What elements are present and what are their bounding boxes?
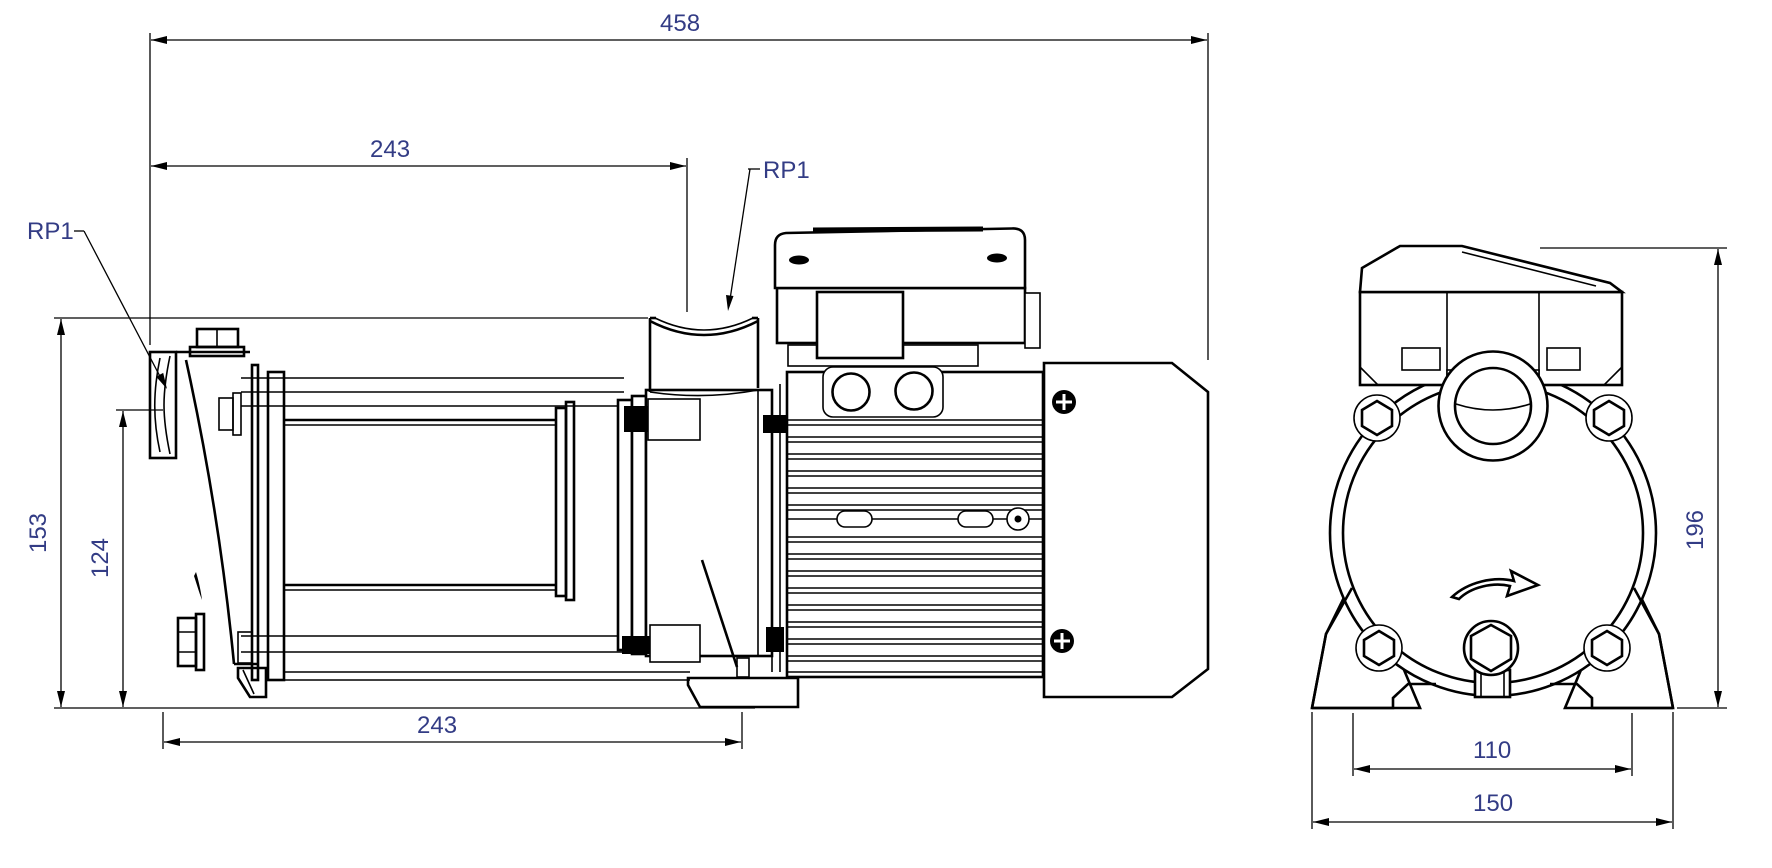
suction-casing [148, 327, 268, 699]
terminal-box-side [773, 226, 1041, 418]
dim-text-124: 124 [87, 538, 114, 578]
dim-flange-to-port: 243 [151, 136, 688, 312]
rotation-arrow [1449, 568, 1542, 601]
suction-flange [148, 350, 178, 460]
dim-base-length: 243 [162, 712, 743, 749]
cable-gland [831, 372, 871, 412]
front-foot [236, 666, 268, 699]
label-text-rp1-suction: RP1 [27, 218, 74, 245]
dimensions: 458 243 RP1 RP1 [25, 10, 1727, 829]
drain-plug-front [1462, 619, 1520, 699]
discharge-casing [616, 316, 800, 709]
dim-text-110: 110 [1473, 737, 1511, 764]
rear-foot [686, 676, 800, 709]
tie-rods [218, 377, 624, 664]
vent-plug [188, 327, 246, 358]
dim-text-196: 196 [1682, 510, 1709, 550]
suction-port-front [1401, 347, 1581, 462]
dim-text-153: 153 [25, 513, 52, 553]
dim-height-suction-axis: 124 [87, 409, 163, 707]
discharge-port [648, 316, 760, 397]
terminal-box-lid [773, 227, 1027, 290]
dim-overall-length: 458 [149, 10, 1209, 360]
side-view [148, 226, 1210, 709]
fin-lug [957, 510, 994, 528]
casing-bolts [1353, 394, 1633, 672]
pump-barrel [218, 363, 690, 682]
dim-foot-slot-spacing: 110 [1352, 713, 1633, 776]
motor-cooling-fins [787, 419, 1043, 673]
dim-base-width: 150 [1311, 712, 1674, 829]
label-discharge-port: RP1 [726, 157, 810, 311]
dim-height-port-top: 153 [25, 317, 755, 709]
label-suction-port: RP1 [27, 218, 167, 389]
dim-text-243-bottom: 243 [417, 712, 457, 739]
dim-text-458: 458 [660, 10, 700, 37]
front-view [1310, 244, 1675, 710]
casing-shadow [194, 572, 202, 600]
cable-gland [894, 371, 934, 411]
dim-text-150: 150 [1473, 790, 1513, 817]
base-feet [1310, 587, 1675, 710]
dim-text-243-top: 243 [370, 136, 410, 163]
lid-screw [789, 255, 809, 265]
drain-plug [176, 612, 206, 672]
fan-cover-screws [1050, 390, 1076, 653]
fan-cover [1042, 361, 1210, 699]
lid-screw [987, 253, 1007, 263]
dim-overall-height: 196 [1540, 247, 1727, 709]
motor [785, 370, 1045, 679]
label-text-rp1-discharge: RP1 [763, 157, 810, 184]
fin-lug [836, 510, 873, 528]
